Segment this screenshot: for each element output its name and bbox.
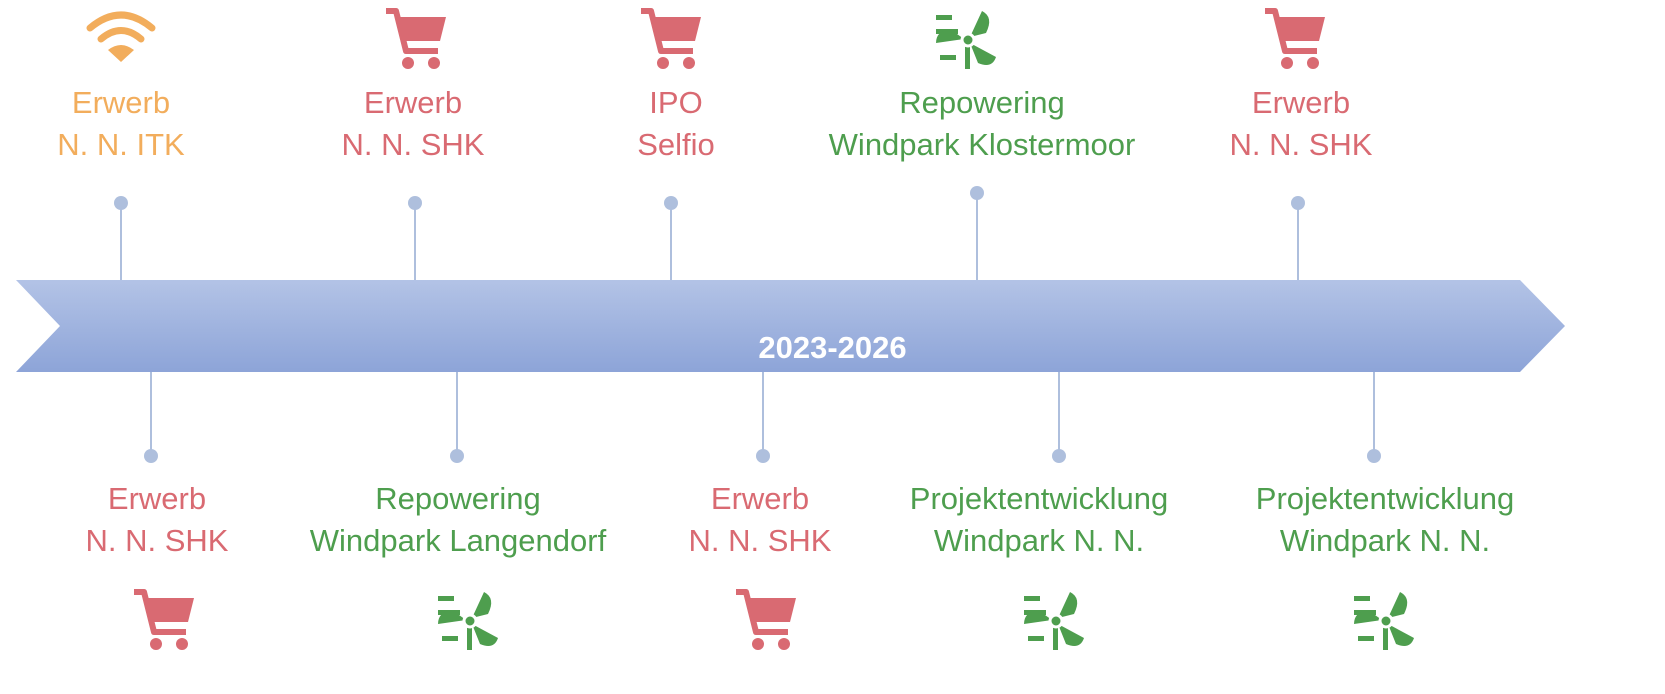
event-subject: N. N. SHK (341, 127, 485, 162)
event-top-5: Erwerb N. N. SHK (1121, 82, 1481, 166)
event-subject: Selfio (637, 127, 715, 162)
connector-line (670, 203, 672, 280)
event-title: IPO (649, 85, 703, 120)
event-bottom-5: Projektentwicklung Windpark N. N. (1205, 478, 1565, 562)
event-title: Projektentwicklung (1255, 481, 1515, 516)
event-subject: N. N. ITK (57, 127, 185, 162)
event-title: Repowering (375, 481, 541, 516)
shopping-cart-icon (1263, 7, 1327, 71)
event-top-3: IPO Selfio (496, 82, 856, 166)
connector-line (456, 372, 458, 456)
event-title: Erwerb (71, 85, 171, 120)
connector-line (976, 193, 978, 280)
event-top-4: Repowering Windpark Klostermoor (802, 82, 1162, 166)
event-subject: Windpark Langendorf (309, 523, 607, 558)
shopping-cart-icon (132, 588, 196, 652)
wind-turbine-icon (1352, 588, 1416, 652)
connector-dot (1291, 196, 1305, 210)
event-top-2: Erwerb N. N. SHK (233, 82, 593, 166)
event-title: Erwerb (107, 481, 207, 516)
connector-line (1373, 372, 1375, 456)
event-subject: N. N. SHK (1229, 127, 1373, 162)
shopping-cart-icon (639, 7, 703, 71)
shopping-cart-icon (384, 7, 448, 71)
connector-dot (756, 449, 770, 463)
wind-turbine-icon (934, 7, 998, 71)
shopping-cart-icon (734, 588, 798, 652)
connector-dot (1367, 449, 1381, 463)
event-top-1: Erwerb N. N. ITK (0, 82, 301, 166)
timeline-period-label: 2023-2026 (758, 330, 907, 365)
connector-line (120, 203, 122, 280)
event-title: Erwerb (1251, 85, 1351, 120)
wind-turbine-icon (436, 588, 500, 652)
connector-dot (970, 186, 984, 200)
event-subject: N. N. SHK (85, 523, 229, 558)
event-title: Repowering (899, 85, 1065, 120)
connector-line (1058, 372, 1060, 456)
wind-turbine-icon (1022, 588, 1086, 652)
connector-line (150, 372, 152, 456)
event-title: Projektentwicklung (909, 481, 1169, 516)
connector-dot (664, 196, 678, 210)
event-title: Erwerb (363, 85, 463, 120)
connector-line (1297, 203, 1299, 280)
event-subject: Windpark N. N. (1279, 523, 1491, 558)
connector-line (762, 372, 764, 456)
event-bottom-1: Erwerb N. N. SHK (0, 478, 337, 562)
event-subject: Windpark Klostermoor (828, 127, 1136, 162)
event-bottom-2: Repowering Windpark Langendorf (278, 478, 638, 562)
event-title: Erwerb (710, 481, 810, 516)
connector-dot (408, 196, 422, 210)
wifi-icon (86, 10, 156, 66)
connector-dot (450, 449, 464, 463)
event-bottom-3: Erwerb N. N. SHK (580, 478, 940, 562)
connector-dot (114, 196, 128, 210)
connector-dot (1052, 449, 1066, 463)
connector-line (414, 203, 416, 280)
event-subject: N. N. SHK (688, 523, 832, 558)
event-subject: Windpark N. N. (933, 523, 1145, 558)
connector-dot (144, 449, 158, 463)
event-bottom-4: Projektentwicklung Windpark N. N. (859, 478, 1219, 562)
